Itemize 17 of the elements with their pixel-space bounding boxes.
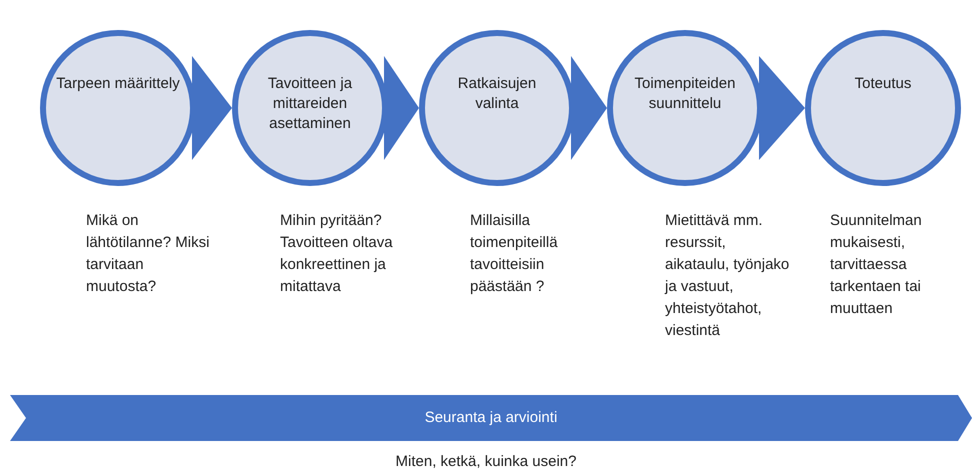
step-label: Tavoitteen ja mittareiden asettaminen <box>266 74 354 134</box>
step-label: Tarpeen määrittely <box>56 74 180 94</box>
step-description: Suunnitelman mukaisesti, tarvittaessa tarkentaen tai muuttaen <box>830 211 923 319</box>
chevron-arrow <box>192 56 232 160</box>
band-label: Seuranta ja arviointi <box>424 408 558 428</box>
step-description: Mihin pyritään? Tavoitteen oltava konkreettinen ja mitattava <box>280 211 394 297</box>
step-label: Toimenpiteiden suunnittelu <box>634 74 736 114</box>
step-description: Mietittävä mm. resurssit, aikataulu, työnjako ja vastuut, yhteistyötahot, viestintä <box>665 211 790 341</box>
step-label: Ratkaisujen valinta <box>456 74 538 114</box>
chevron-arrow <box>571 56 607 160</box>
step-label: Toteutus <box>854 74 912 94</box>
arrow-band <box>10 395 972 441</box>
step-description: Millaisilla toimenpiteillä tavoitteisiin päästään ? <box>470 211 559 297</box>
chevron-arrow <box>759 56 805 160</box>
question-text: Miten, ketkä, kuinka usein? <box>394 452 578 471</box>
chevron-arrow <box>384 56 419 160</box>
step-description: Mikä on lähtötilanne? Miksi tarvitaan muutosta? <box>86 211 210 297</box>
